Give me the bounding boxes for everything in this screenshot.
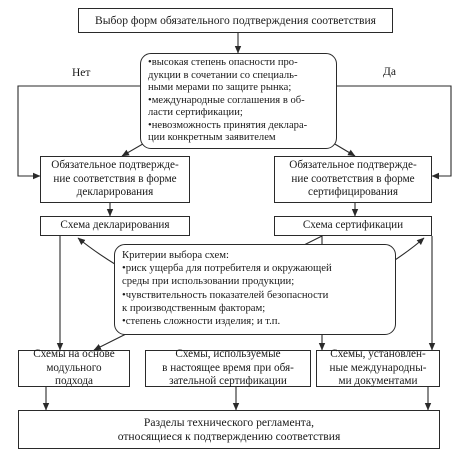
- declaration-form-line: Обязательное подтвержде-: [51, 159, 179, 172]
- certification-scheme-text: Схема сертификации: [302, 219, 404, 232]
- choice-of-forms-box: Выбор форм обязательного подтверждения с…: [78, 8, 393, 33]
- scheme-criteria-line: Критерии выбора схем:: [122, 249, 229, 261]
- yes-branch-label: Да: [383, 66, 396, 78]
- certification-form-line: Обязательное подтвержде-: [289, 159, 417, 172]
- current-schemes-line: в настоящее время при обя-: [162, 361, 294, 374]
- technical-regulation-sections-box: Разделы технического регламента, относящ…: [18, 410, 440, 449]
- certification-scheme-box: Схема сертификации: [274, 216, 432, 236]
- current-schemes-box: Схемы, используемые в настоящее время пр…: [145, 348, 311, 388]
- modular-schemes-line: Схемы на основе: [33, 348, 115, 361]
- criteria-line: •высокая степень опасности про-: [148, 57, 298, 68]
- arrow-yes-branch: [337, 85, 452, 180]
- criteria-line: ции конкретным заявителем: [148, 132, 276, 143]
- scheme-criteria-line: к производственным факторам;: [122, 301, 266, 314]
- current-schemes-line: зательной сертификации: [169, 375, 287, 388]
- criteria-line: ными мерами по защите рынка;: [148, 82, 292, 93]
- criteria-line: •международные соглашения в об-: [148, 94, 305, 106]
- scheme-criteria-line: •риск ущерба для потребителя и окружающе…: [122, 262, 332, 275]
- international-schemes-line: ные международны-: [329, 361, 427, 374]
- choice-of-forms-text: Выбор форм обязательного подтверждения с…: [94, 13, 376, 27]
- international-schemes-box: Схемы, установлен- ные международны- ми …: [316, 348, 440, 388]
- no-branch-label: Нет: [72, 67, 91, 79]
- form-selection-criteria-box: •высокая степень опасности про- дукции в…: [140, 53, 337, 149]
- criteria-line: •невозможность принятия деклара-: [148, 119, 308, 131]
- modular-schemes-line: модульного: [46, 361, 102, 374]
- declaration-scheme-text: Схема декларирования: [60, 219, 170, 232]
- scheme-selection-criteria-box: Критерии выбора схем: •риск ущерба для п…: [114, 244, 396, 335]
- arrow-no-branch: [17, 85, 140, 180]
- declaration-form-line: ние соответствия в форме: [53, 172, 177, 185]
- regulation-line: относящиеся к подтверждению соответствия: [117, 429, 341, 443]
- scheme-criteria-line: •степень сложности изделия; и т.п.: [122, 315, 281, 328]
- international-schemes-line: ми документами: [338, 375, 418, 388]
- modular-schemes-line: подхода: [54, 375, 94, 388]
- arrow-criteria-to-declaration-scheme: [77, 237, 119, 267]
- certification-form-line: ние соответствия в форме: [291, 172, 415, 185]
- scheme-criteria-line: среды при использовании продукции;: [122, 275, 295, 288]
- international-schemes-line: Схемы, установлен-: [330, 348, 426, 361]
- declaration-form-box: Обязательное подтвержде- ние соответстви…: [40, 156, 190, 203]
- scheme-criteria-line: •чувствительность показателей безопаснос…: [122, 288, 329, 301]
- criteria-line: дукции в сочетании со специаль-: [148, 69, 298, 81]
- declaration-scheme-box: Схема декларирования: [40, 216, 190, 236]
- regulation-line: Разделы технического регламента,: [143, 415, 315, 429]
- modular-schemes-box: Схемы на основе модульного подхода: [18, 348, 130, 388]
- declaration-form-line: декларирования: [76, 186, 154, 199]
- criteria-line: ласти сертификации;: [148, 107, 243, 118]
- certification-form-box: Обязательное подтвержде- ние соответстви…: [274, 156, 432, 203]
- certification-form-line: сертифицирования: [307, 186, 398, 199]
- arrow-criteria-to-certification-scheme: [391, 237, 425, 263]
- current-schemes-line: Схемы, используемые: [175, 348, 281, 361]
